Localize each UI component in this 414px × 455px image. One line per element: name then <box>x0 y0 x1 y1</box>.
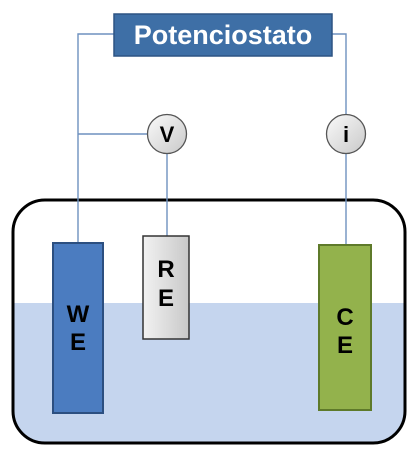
counter-electrode-label-line-2: E <box>337 332 353 359</box>
counter-electrode: C E <box>318 244 372 411</box>
voltmeter: V <box>146 113 188 155</box>
working-electrode-label-line-1: W <box>67 301 90 328</box>
wire-potentiostat-to-working-electrode <box>77 33 114 243</box>
voltmeter-symbol: V <box>160 122 175 147</box>
working-electrode: W E <box>52 242 104 414</box>
ammeter-symbol: i <box>343 122 349 147</box>
reference-electrode: R E <box>142 235 190 340</box>
ammeter: i <box>325 113 367 155</box>
working-electrode-label-line-2: E <box>70 329 86 356</box>
reference-electrode-label-line-1: R <box>157 256 174 283</box>
electrolyte <box>14 303 404 442</box>
electrochemical-cell <box>11 198 407 445</box>
potentiostat-box: Potenciostato <box>113 13 333 57</box>
reference-electrode-label-line-2: E <box>158 285 174 312</box>
wire-potentiostat-to-ammeter <box>332 33 347 115</box>
potentiostat-title: Potenciostato <box>134 20 313 50</box>
circuit-wires <box>77 33 347 245</box>
counter-electrode-label-line-1: C <box>336 304 353 331</box>
